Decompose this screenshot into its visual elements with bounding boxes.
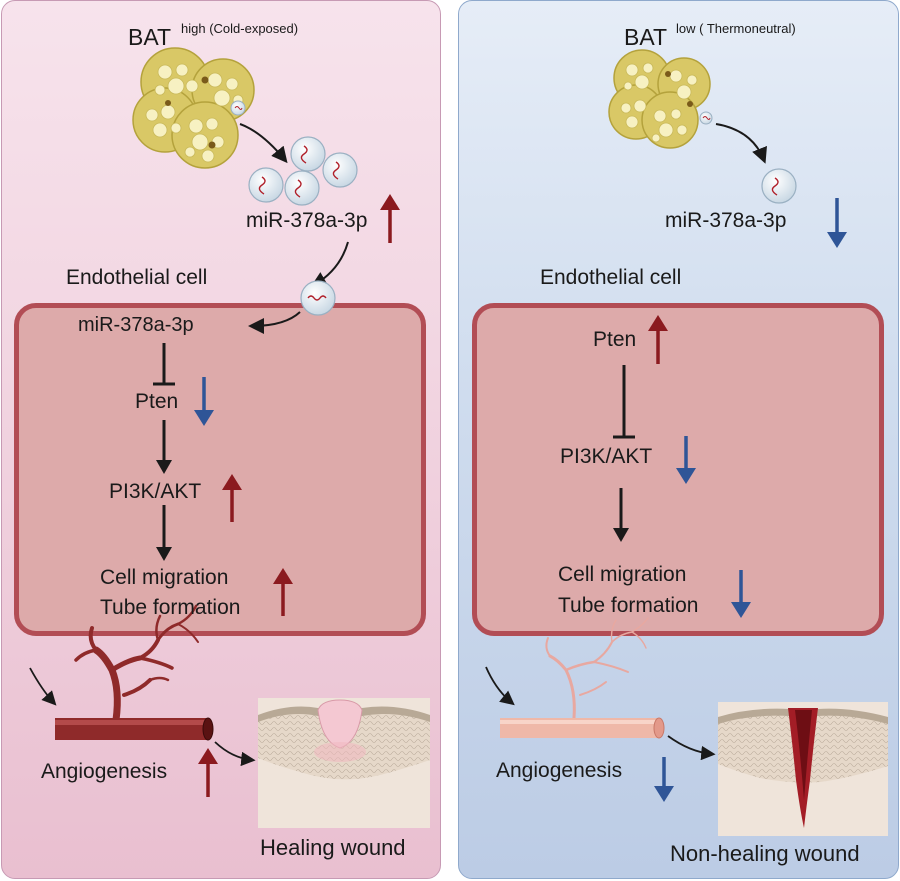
blood-vessel-left [29, 604, 214, 741]
tube-formation-label-left: Tube formation [100, 596, 241, 619]
angiogenesis-label-left: Angiogenesis [41, 760, 168, 783]
pi3k-akt-label-right: PI3K/AKT [560, 445, 653, 468]
endothelial-cell-title-left: Endothelial cell [66, 266, 208, 289]
bat-cluster-left [132, 47, 255, 169]
pten-label-left: Pten [135, 390, 179, 413]
up-arrow-mirna-left [380, 194, 400, 243]
down-arrow-pten-left [194, 377, 214, 426]
down-arrow-mirna-right [827, 198, 847, 248]
bat-condition-right: low ( Thermoneutral) [676, 21, 796, 36]
cell-migration-label-left: Cell migration [100, 566, 229, 589]
up-arrow-angiogenesis-left [198, 748, 218, 797]
up-arrow-pi3k-left [222, 474, 242, 522]
mirna-label-right: miR-378a-3p [665, 209, 787, 232]
down-arrow-migration-right [731, 570, 751, 618]
down-arrow-pi3k-right [676, 436, 696, 484]
bat-label-left: BAT [128, 24, 172, 50]
non-healing-wound-label: Non-healing wound [670, 841, 860, 866]
cell-mirna-left: miR-378a-3p [78, 314, 194, 336]
angiogenesis-label-right: Angiogenesis [496, 759, 623, 782]
up-arrow-pten-right [648, 315, 668, 364]
healing-wound-image [258, 698, 430, 828]
bat-label-right: BAT [624, 24, 668, 50]
mirna-label-left: miR-378a-3p [246, 209, 368, 232]
exosome-vesicle-right [761, 168, 797, 204]
bat-cluster-right [608, 49, 713, 149]
exosome-vesicles-left [248, 136, 358, 206]
endothelial-cell-title-right: Endothelial cell [540, 266, 682, 289]
non-healing-wound-image [718, 702, 888, 836]
bat-condition-left: high (Cold-exposed) [181, 21, 299, 36]
healing-wound-label: Healing wound [260, 835, 406, 860]
endothelial-cell-box-left [14, 303, 426, 636]
down-arrow-angiogenesis-right [654, 757, 674, 802]
pten-label-right: Pten [593, 328, 637, 351]
cell-migration-label-right: Cell migration [558, 563, 687, 586]
pi3k-akt-label-left: PI3K/AKT [109, 480, 202, 503]
blood-vessel-right [485, 617, 665, 739]
up-arrow-migration-left [273, 568, 293, 616]
tube-formation-label-right: Tube formation [558, 594, 699, 617]
